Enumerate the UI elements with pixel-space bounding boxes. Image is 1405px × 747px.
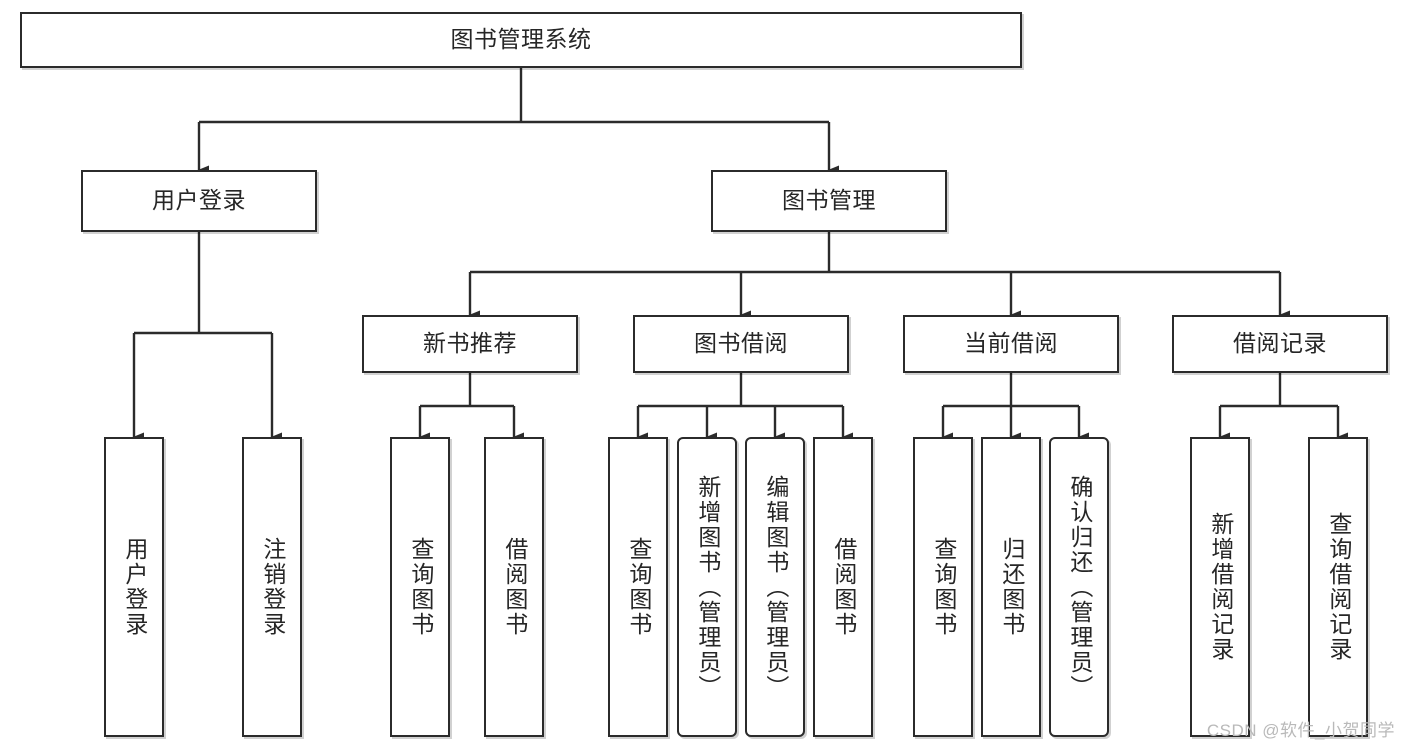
node-label: 当前借阅 bbox=[964, 330, 1058, 357]
node-leaf-add-record[interactable]: 新增借阅记录 bbox=[1190, 437, 1250, 737]
node-label: 新增借阅记录 bbox=[1207, 512, 1234, 662]
node-leaf-confirm-return[interactable]: 确认归还（管理员） bbox=[1049, 437, 1109, 737]
node-label: 注销登录 bbox=[259, 537, 286, 637]
node-leaf-query-book-1[interactable]: 查询图书 bbox=[390, 437, 450, 737]
node-label: 用户登录 bbox=[152, 187, 246, 214]
node-label: 图书管理 bbox=[782, 187, 876, 214]
node-leaf-return-book[interactable]: 归还图书 bbox=[981, 437, 1041, 737]
node-label: 图书管理系统 bbox=[450, 26, 592, 53]
node-leaf-query-book-2[interactable]: 查询图书 bbox=[608, 437, 668, 737]
node-new-book-recommend[interactable]: 新书推荐 bbox=[362, 315, 578, 373]
node-label: 编辑图书（管理员） bbox=[762, 474, 789, 700]
node-label: 归还图书 bbox=[998, 537, 1025, 637]
node-leaf-borrow-book-2[interactable]: 借阅图书 bbox=[813, 437, 873, 737]
node-label: 查询图书 bbox=[407, 537, 434, 637]
node-label: 用户登录 bbox=[121, 537, 148, 637]
node-label: 查询图书 bbox=[625, 537, 652, 637]
node-label: 借阅图书 bbox=[501, 537, 528, 637]
node-leaf-borrow-book-1[interactable]: 借阅图书 bbox=[484, 437, 544, 737]
node-label: 借阅记录 bbox=[1233, 330, 1327, 357]
node-label: 借阅图书 bbox=[830, 537, 857, 637]
node-label: 查询图书 bbox=[930, 537, 957, 637]
edge-paths bbox=[132, 68, 1348, 442]
node-leaf-edit-book[interactable]: 编辑图书（管理员） bbox=[745, 437, 805, 737]
node-root-system[interactable]: 图书管理系统 bbox=[20, 12, 1022, 68]
node-label: 图书借阅 bbox=[694, 330, 788, 357]
node-user-login[interactable]: 用户登录 bbox=[81, 170, 317, 232]
node-leaf-query-book-3[interactable]: 查询图书 bbox=[913, 437, 973, 737]
node-book-manage[interactable]: 图书管理 bbox=[711, 170, 947, 232]
node-leaf-query-record[interactable]: 查询借阅记录 bbox=[1308, 437, 1368, 737]
node-leaf-user-login[interactable]: 用户登录 bbox=[104, 437, 164, 737]
node-book-borrow[interactable]: 图书借阅 bbox=[633, 315, 849, 373]
node-label: 新书推荐 bbox=[423, 330, 517, 357]
node-leaf-add-book[interactable]: 新增图书（管理员） bbox=[677, 437, 737, 737]
node-label: 新增图书（管理员） bbox=[694, 474, 721, 700]
watermark-text: CSDN @软件_小贺同学 bbox=[1206, 721, 1395, 740]
node-label: 确认归还（管理员） bbox=[1066, 474, 1093, 700]
node-label: 查询借阅记录 bbox=[1325, 512, 1352, 662]
node-borrow-record[interactable]: 借阅记录 bbox=[1172, 315, 1388, 373]
node-leaf-logout[interactable]: 注销登录 bbox=[242, 437, 302, 737]
node-current-borrow[interactable]: 当前借阅 bbox=[903, 315, 1119, 373]
